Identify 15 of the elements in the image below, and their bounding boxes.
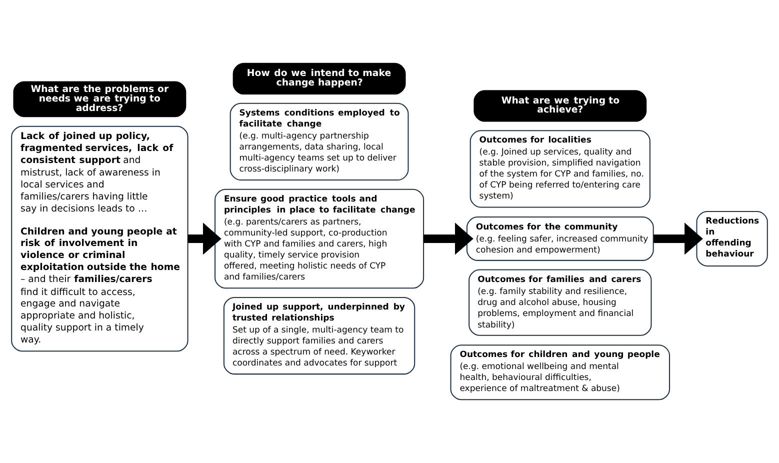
node-box: Joined up support, underpinned by trusted relationships Set up of a single, multi-agency team to directly support families and carers across a spectrum of need. Keyworker coordinates and advocates for support <box>223 296 416 375</box>
node-box: What are we trying to achieve? <box>474 90 647 122</box>
node-box: Outcomes for the community (e.g. feeling safer, increased community cohesion and empowerment) <box>466 216 654 261</box>
arrow <box>424 222 474 255</box>
arrow <box>654 222 703 255</box>
node-box: Outcomes for localities (e.g. Joined up services, quality and stable provision, simplified navigation of the system for CYP and families, no. of CYP being referred to/entering care system) <box>470 130 650 208</box>
node-box: Outcomes for families and carers (e.g. family stability and resilience, drug and alcohol abuse, housing problems, employment and financial stability) <box>468 269 652 336</box>
node-box: Reductions in offending behaviour <box>696 211 768 266</box>
arrow <box>188 222 222 255</box>
node-box: Lack of joined up policy, fragmented services, lack of consistent support and mistrust, lack of awareness in local services and families/carers having little say in decisions leads to … Children and young people at risk of involvement in violence or criminal exploitation outside the home – and their families/carers find it difficult to access, engage and navigate appropriate and holistic, quality support in a timely way. <box>11 126 188 352</box>
node-box: How do we intend to make change happen? <box>232 62 406 95</box>
node-box: Systems conditions employed to facilitate change (e.g. multi-agency partnership arrangements, data sharing, local multi-agency teams set up to deliver cross-disciplinary work) <box>230 102 409 181</box>
node-box: Outcomes for children and young people (e.g. emotional wellbeing and mental health, behavioural difficulties, experience of maltreatment & abuse) <box>450 344 670 400</box>
node-box: What are the problems or needs we are trying to address? <box>13 81 186 118</box>
node-box: Ensure good practice tools and principles in place to facilitate change (e.g. parents/carers as partners, community-led support, co-production with CYP and families and carers, high quality, timely service provision offered, meeting holistic needs of CYP and families/carers <box>214 188 424 289</box>
